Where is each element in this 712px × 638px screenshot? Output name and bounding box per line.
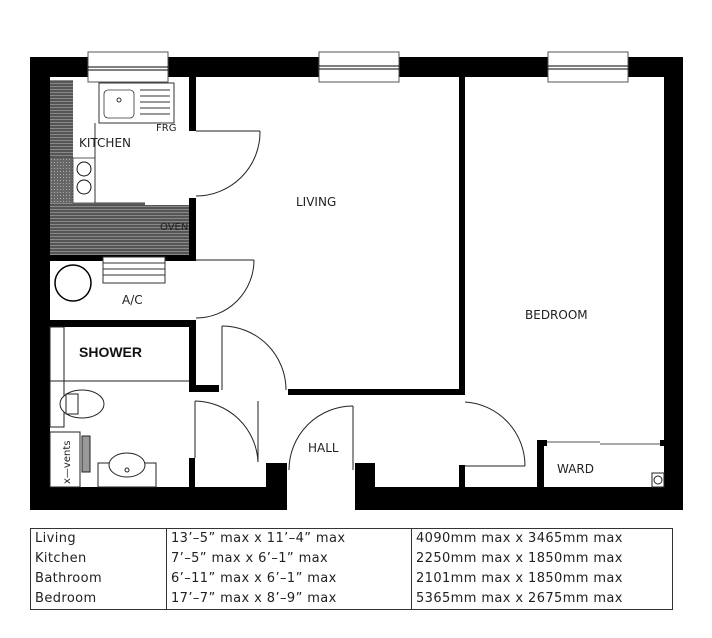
metric-dims: 5365mm max x 2675mm max [411,589,673,610]
room-label-ac: A/C [122,293,143,307]
door-kitchen[interactable] [195,130,261,197]
room-label-living: LIVING [296,195,336,209]
metric-dims: 2250mm max x 1850mm max [411,549,673,569]
room-labels: KITCHEN LIVING BEDROOM A/C SHOWER HALL W… [79,136,594,476]
room-name: Living [35,531,77,546]
imperial-dims: 13’–5” max x 11’–4” max [166,528,412,549]
room-name: Bedroom [35,591,97,606]
imperial-dims: 7’–5” max x 6’–1” max [166,549,412,569]
room-label-kitchen: KITCHEN [79,136,131,150]
door-ac[interactable] [195,259,255,319]
door-entrance[interactable] [288,405,354,471]
room-name: Bathroom [35,571,103,586]
window-living [318,51,400,83]
window-kitchen [87,51,169,83]
table-row: Bathroom 6’–11” max x 6’–1” max 2101mm m… [31,569,673,589]
room-label-shower: SHOWER [79,344,142,360]
bathroom-fixtures: x—vents [49,326,189,488]
doors [194,130,665,488]
table-row: Kitchen 7’–5” max x 6’–1” max 2250mm max… [31,549,673,569]
windows [87,51,629,83]
metric-dims: 2101mm max x 1850mm max [411,569,673,589]
vents-label: x—vents [62,441,73,484]
room-label-bedroom: BEDROOM [525,308,588,322]
oven-label: OVEN [160,222,188,233]
room-label-hall: HALL [308,441,339,455]
window-bedroom [547,51,629,83]
metric-dims: 4090mm max x 3465mm max [411,528,673,549]
table-row: Bedroom 17’–7” max x 8’–9” max 5365mm ma… [31,589,673,610]
door-wardrobe[interactable] [547,441,660,445]
door-bedroom[interactable] [464,401,526,467]
door-bathroom[interactable] [194,400,259,463]
room-label-ward: WARD [557,462,594,476]
dimensions-table: Living 13’–5” max x 11’–4” max 4090mm ma… [30,528,673,610]
room-name: Kitchen [35,551,87,566]
boiler-cylinder [54,264,92,302]
imperial-dims: 17’–7” max x 8’–9” max [166,589,412,610]
ac-fixtures [54,256,166,302]
door-living[interactable] [221,325,287,391]
kitchen-fixtures: FRG OVEN [50,80,189,255]
fridge-label: FRG [156,123,176,134]
outer-walls [30,57,683,510]
floor-plan: FRG OVEN x—vents [30,51,683,510]
imperial-dims: 6’–11” max x 6’–1” max [166,569,412,589]
table-row: Living 13’–5” max x 11’–4” max 4090mm ma… [31,528,673,549]
